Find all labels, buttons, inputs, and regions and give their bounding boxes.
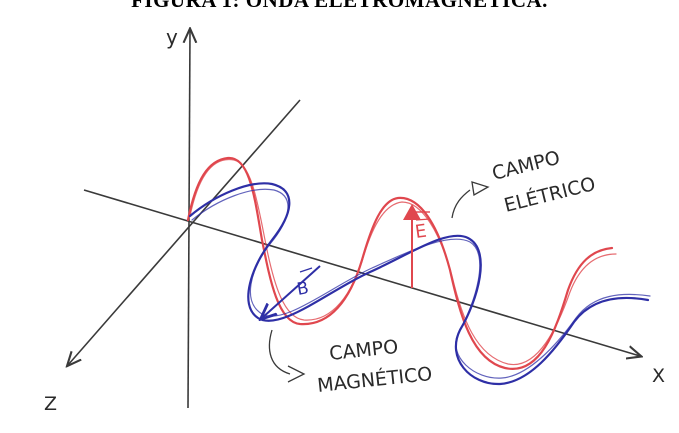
electric-field-wave	[186, 156, 617, 371]
electric-annotation-line1: CAMPO	[490, 147, 562, 185]
magnetic-vector-arrow	[262, 265, 321, 318]
y-axis-label: y	[166, 25, 178, 49]
magnetic-pointer-curve	[268, 329, 291, 375]
figure-title: FIGURA 1: ONDA ELETROMAGNÉTICA.	[131, 0, 548, 12]
magnetic-annotation-line1: CAMPO	[328, 336, 399, 365]
magnetic-pointer-head	[287, 365, 306, 383]
magnetic-vector-label: B	[295, 278, 310, 300]
electric-vector-label-overbar	[415, 218, 431, 221]
magnetic-field-wave	[188, 182, 651, 386]
x-axis-label: X	[652, 365, 665, 387]
magnetic-annotation-line2: MAGNÉTICO	[316, 362, 433, 397]
electric-pointer-curve	[451, 189, 471, 219]
electric-vector-label: E	[414, 221, 428, 243]
magnetic-vector-label-overbar	[299, 267, 313, 273]
electric-pointer-head	[471, 181, 490, 197]
z-axis-label: Z	[44, 393, 57, 415]
z-axis	[68, 99, 301, 365]
